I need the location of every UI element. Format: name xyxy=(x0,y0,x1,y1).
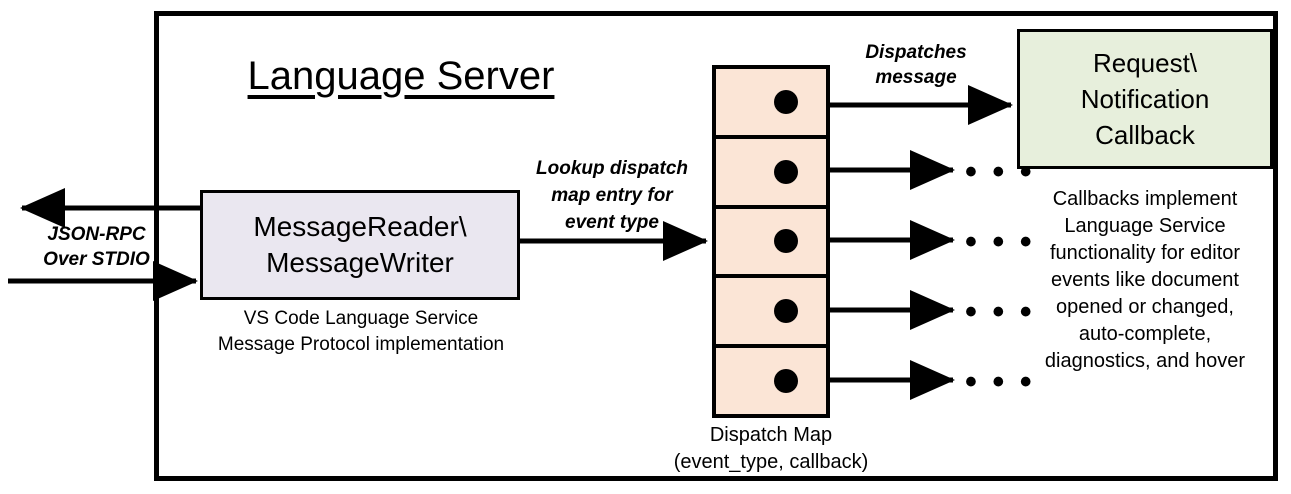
dispatches-message-edge-label: Dispatches message xyxy=(836,40,996,90)
callback-dot-icon xyxy=(774,299,798,324)
lookup-label-line1: Lookup dispatch xyxy=(536,158,688,179)
message-reader-writer-line2: MessageWriter xyxy=(266,247,454,278)
dispatch-map-row[interactable] xyxy=(716,138,826,209)
lookup-dispatch-edge-label: Lookup dispatch map entry for event type xyxy=(512,155,712,236)
callback-caption-line3: functionality for editor xyxy=(1049,242,1241,264)
dispatch-map-caption: Dispatch Map (event_type, callback) xyxy=(645,422,897,476)
callback-box-label: Request\ Notification Callback xyxy=(1081,45,1210,153)
jsonrpc-label-line1: JSON-RPC xyxy=(47,224,146,245)
callback-dot-icon xyxy=(774,369,798,394)
callback-caption-line6: auto-complete, xyxy=(1078,323,1212,345)
message-reader-writer-caption: VS Code Language Service Message Protoco… xyxy=(196,306,526,358)
callback-caption-line1: Callbacks implement xyxy=(1052,188,1238,210)
message-reader-writer-box[interactable]: MessageReader\ MessageWriter xyxy=(200,190,520,300)
message-reader-writer-line1: MessageReader\ xyxy=(253,211,467,242)
dispatch-map-row[interactable] xyxy=(716,278,826,349)
callback-caption-line2: Language Service xyxy=(1064,215,1226,237)
callback-dot-icon xyxy=(774,229,798,254)
dispatch-map-row[interactable] xyxy=(716,208,826,279)
page-title: Language Server xyxy=(247,54,555,98)
dispatch-map-row[interactable] xyxy=(716,69,826,139)
dispatch-map-row[interactable] xyxy=(716,348,826,414)
lookup-label-line2: map entry for xyxy=(551,185,673,206)
dispatch-map-table[interactable] xyxy=(712,65,830,418)
language-server-boundary xyxy=(154,11,1278,481)
callback-box-line2: Notification xyxy=(1080,84,1210,114)
jsonrpc-label-line2: Over STDIO xyxy=(43,249,150,270)
callback-caption-line7: diagnostics, and hover xyxy=(1044,350,1246,372)
dispatch-map-caption-line1: Dispatch Map xyxy=(709,424,833,446)
callback-caption-line5: opened or changed, xyxy=(1056,296,1234,318)
callback-box-line1: Request\ xyxy=(1092,48,1198,78)
message-reader-writer-label: MessageReader\ MessageWriter xyxy=(253,209,466,281)
callback-box-line3: Callback xyxy=(1095,120,1195,150)
ellipsis-marker: • • • xyxy=(965,363,1035,401)
dispatches-label-line1: Dispatches xyxy=(865,42,967,63)
request-notification-callback-box[interactable]: Request\ Notification Callback xyxy=(1017,29,1273,169)
message-reader-writer-caption-line2: Message Protocol implementation xyxy=(217,334,505,355)
jsonrpc-channel-label: JSON-RPC Over STDIO xyxy=(14,222,179,272)
callback-caption-line4: events like document xyxy=(1051,269,1239,291)
message-reader-writer-caption-line1: VS Code Language Service xyxy=(243,308,479,329)
callback-caption: Callbacks implement Language Service fun… xyxy=(1008,186,1282,375)
dispatches-label-line2: message xyxy=(875,67,957,88)
callback-dot-icon xyxy=(774,89,798,114)
callback-dot-icon xyxy=(774,159,798,184)
lookup-label-line3: event type xyxy=(565,212,659,233)
dispatch-map-caption-line2: (event_type, callback) xyxy=(673,451,869,473)
